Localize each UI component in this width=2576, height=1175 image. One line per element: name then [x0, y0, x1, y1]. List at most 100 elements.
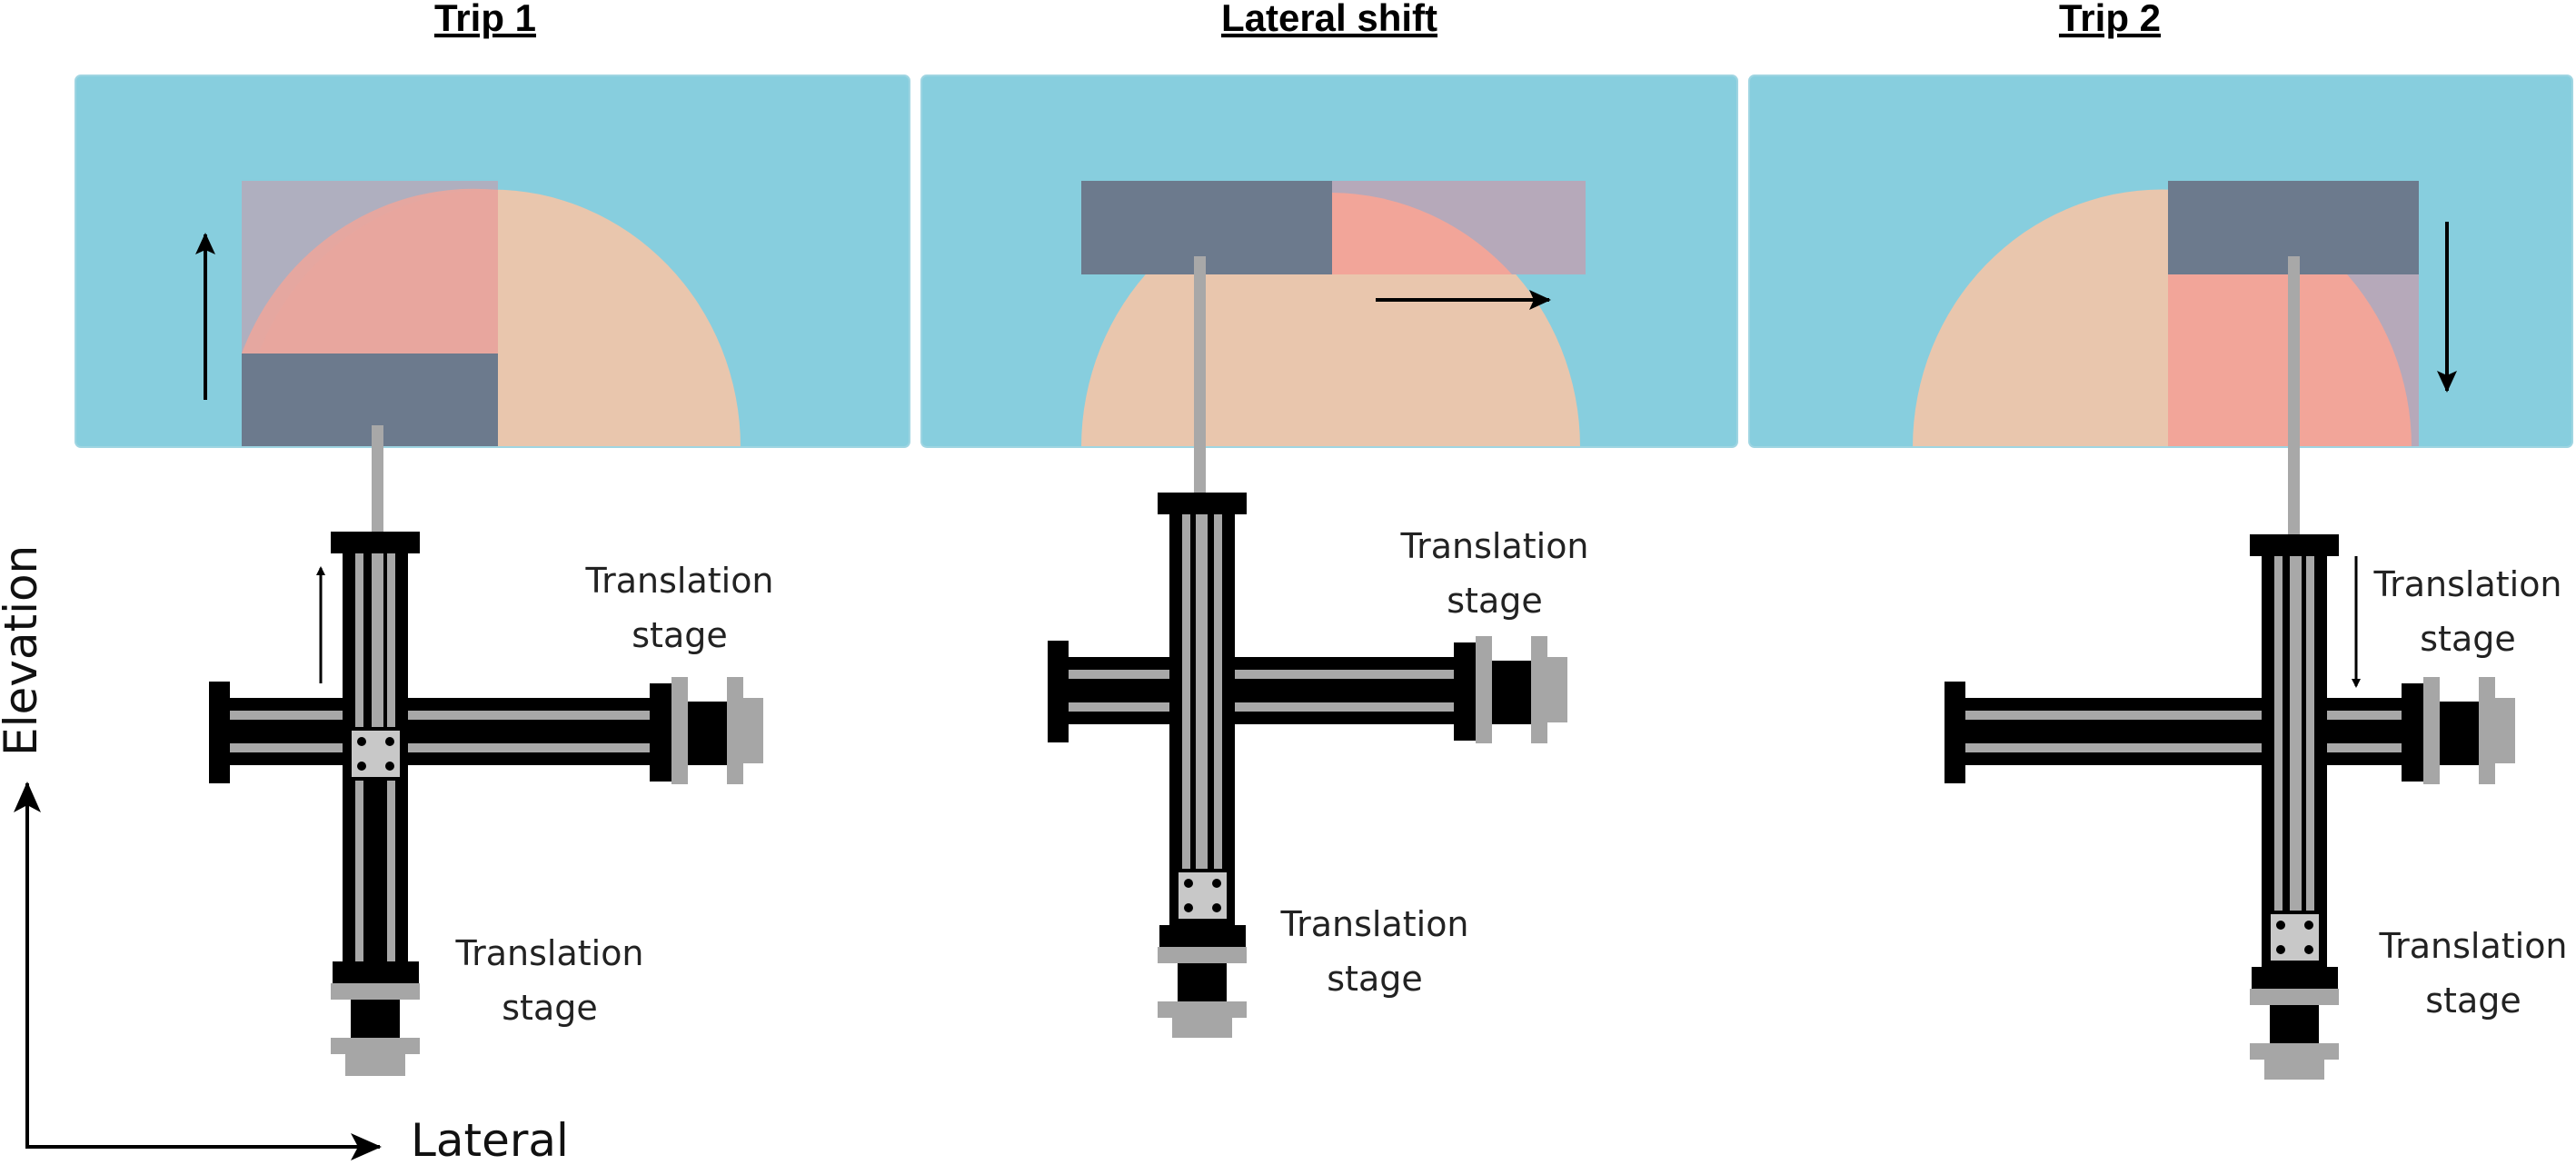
stage-label-bottom-line-1: Translation	[454, 933, 643, 973]
carriage-screw	[2276, 945, 2285, 954]
lateral-stage-flange	[2402, 683, 2423, 782]
panel-title: Lateral shift	[1221, 0, 1437, 39]
rod-overlay	[2290, 556, 2302, 915]
water-tank-border	[920, 75, 1738, 448]
transducer-rod	[1194, 256, 1206, 497]
lateral-rail-groove	[1965, 743, 2406, 752]
carriage-screw	[385, 762, 394, 771]
stage-label-right-line-1: Translation	[584, 561, 773, 601]
translation-stage-assembly	[1048, 493, 1567, 1038]
lateral-stage-rail	[1965, 698, 2406, 765]
stage-label-bottom-line-2: stage	[1327, 959, 1422, 999]
lateral-stage-endcap-left	[209, 682, 230, 783]
lateral-stage-endcap-left	[1048, 641, 1069, 742]
lateral-rail-groove	[1069, 702, 1459, 712]
elevation-stage-knob	[1158, 1001, 1247, 1018]
elevation-stage-plate	[331, 983, 420, 1000]
stage-label-bottom-line-1: Translation	[2378, 926, 2567, 966]
lateral-stage-knob	[2479, 677, 2495, 784]
panel-trip-1: Trip 1	[75, 0, 910, 1076]
elevation-stage-motor	[1178, 963, 1227, 1001]
stage-label-right-line-1: Translation	[2372, 564, 2561, 604]
elevation-stage-knob	[2250, 1043, 2339, 1060]
elevation-stage-knob-cap	[2264, 1060, 2324, 1080]
elevation-stage-flange	[1159, 925, 1246, 947]
stage-label-bottom-line-1: Translation	[1279, 904, 1468, 944]
carriage-screw	[1184, 879, 1193, 888]
elevation-stage-flange	[2252, 967, 2338, 989]
lateral-stage-rail	[230, 698, 657, 765]
carriage-screw	[1184, 903, 1193, 912]
elevation-stage-plate	[1158, 947, 1247, 963]
stage-label-right-line-2: stage	[1447, 581, 1542, 621]
lateral-stage-knob	[727, 677, 743, 784]
lateral-stage-plate	[2423, 677, 2440, 784]
transducer	[1081, 181, 1332, 274]
translation-stage-assembly	[209, 532, 763, 1076]
lateral-stage-knob	[1531, 636, 1547, 743]
water-tank-border	[75, 75, 910, 448]
lateral-rail-groove	[1069, 670, 1459, 679]
elevation-rail-groove	[2306, 556, 2314, 915]
lateral-stage-knob-cap	[2495, 698, 2515, 763]
carriage-screw	[1212, 903, 1221, 912]
elevation-stage-plate	[2250, 989, 2339, 1005]
stage-carriage	[1175, 869, 1230, 922]
elevation-stage-knob	[331, 1038, 420, 1054]
stage-label-right-line-2: stage	[632, 615, 727, 655]
water-tank	[1749, 75, 2572, 447]
carriage-screw	[2276, 921, 2285, 930]
panel-title: Trip 1	[434, 0, 536, 39]
lateral-stage-flange	[650, 683, 671, 782]
lateral-axis-label: Lateral	[411, 1114, 569, 1167]
elevation-axis-label: Elevation	[0, 545, 47, 756]
water-tank	[75, 75, 910, 447]
carriage-screw	[385, 737, 394, 746]
lateral-stage-plate	[671, 677, 688, 784]
carriage-screw	[357, 737, 366, 746]
scanned-region	[1332, 193, 1512, 274]
carriage-screw	[357, 762, 366, 771]
elevation-rail-groove	[1214, 514, 1222, 873]
elevation-rail-groove	[2274, 556, 2283, 915]
lateral-stage-knob-cap	[743, 698, 763, 763]
transducer	[242, 353, 498, 447]
lateral-stage-motor	[1492, 661, 1533, 724]
elevation-stage-motor	[351, 1000, 400, 1038]
elevation-rail-groove	[1182, 514, 1190, 873]
elevation-stage-knob-cap	[345, 1054, 405, 1076]
carriage-screw	[2304, 945, 2313, 954]
rod-overlay	[372, 553, 383, 731]
water-tank-border	[1748, 75, 2573, 448]
stage-carriage	[348, 727, 403, 781]
lateral-stage-plate	[1476, 636, 1492, 743]
elevation-stage-endcap-top	[2250, 534, 2339, 556]
elevation-stage-motor	[2270, 1005, 2319, 1043]
translation-stage-assembly	[1944, 534, 2515, 1080]
scanned-overlap	[242, 188, 498, 353]
stage-carriage	[2267, 911, 2322, 964]
stage-label-right-line-2: stage	[2420, 619, 2515, 659]
lateral-stage-knob-cap	[1547, 657, 1567, 722]
elevation-stage-knob-cap	[1172, 1018, 1232, 1038]
elevation-stage-endcap-top	[331, 532, 420, 553]
stage-label-bottom-line-2: stage	[2425, 981, 2521, 1021]
stage-label-bottom-line-2: stage	[502, 988, 597, 1028]
stage-label-right-line-1: Translation	[1399, 526, 1588, 566]
lateral-stage-motor	[688, 702, 729, 765]
lateral-stage-flange	[1454, 642, 1476, 741]
axes-indicator: Elevation Lateral	[0, 545, 569, 1167]
lateral-rail-groove	[230, 711, 657, 720]
lateral-stage-rail	[1069, 657, 1459, 724]
panel-title: Trip 2	[2059, 0, 2161, 39]
carriage-screw	[2304, 921, 2313, 930]
transducer-rod	[372, 425, 383, 557]
elevation-stage-endcap-top	[1158, 493, 1247, 514]
panel-trip-2: Trip 2	[1748, 0, 2573, 1080]
lateral-stage-motor	[2440, 702, 2481, 765]
lateral-stage-endcap-left	[1944, 682, 1965, 783]
rod-overlay	[1196, 514, 1208, 873]
water-tank	[921, 75, 1737, 447]
transducer-rod	[2288, 256, 2300, 538]
scanned-left-region	[2168, 274, 2172, 447]
